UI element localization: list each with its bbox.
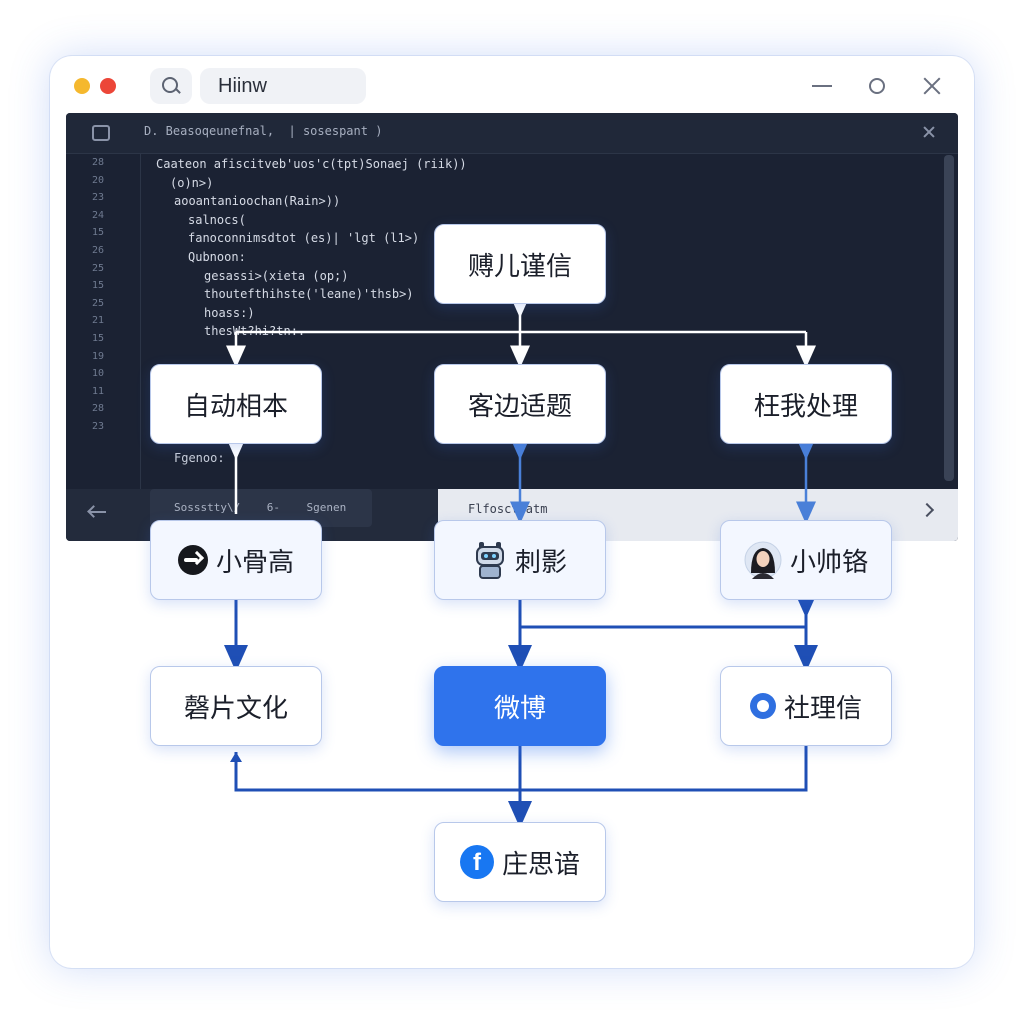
node-label: 客边适题 <box>467 391 572 422</box>
close-dot[interactable] <box>100 78 116 94</box>
black-arrow-logo-icon <box>177 545 208 575</box>
node-label: 小帅铬 <box>789 547 868 578</box>
facebook-icon: f <box>459 845 494 879</box>
node-label: 磬片文化 <box>183 693 288 724</box>
code-line[interactable]: aooantanioochan(Rain>)) <box>174 194 341 209</box>
chevron-right-icon[interactable] <box>919 502 935 518</box>
editor-tab-title[interactable]: D. Beasoqeunefnal, | sosespant ) <box>144 124 383 138</box>
minimize-icon[interactable] <box>810 74 834 98</box>
node-bottom[interactable]: f 庄思谙 <box>434 822 606 902</box>
line-number: 23 <box>92 421 105 432</box>
code-line[interactable]: fanoconnimsdtot (es)| 'lgt (l1>) <box>188 231 420 246</box>
search-button[interactable] <box>150 68 192 104</box>
blue-circle-logo-icon <box>749 693 776 719</box>
title-field[interactable]: Hiinw <box>200 68 366 104</box>
code-line[interactable]: thesWt?hi?tn:. <box>204 324 306 339</box>
file-icon <box>92 125 110 141</box>
editor-tab-bar: D. Beasoqeunefnal, | sosespant ) <box>66 113 958 154</box>
gutter-divider <box>140 153 141 489</box>
code-line[interactable]: thoutefthihste('leane)'thsb>) <box>204 287 414 302</box>
node-label: 刺影 <box>514 547 567 578</box>
code-line[interactable]: (o)n>) <box>170 175 214 190</box>
code-line[interactable]: hoass:) <box>204 305 255 320</box>
line-number: 20 <box>92 174 105 186</box>
code-line[interactable]: gesassi>(xieta (op;) <box>204 268 349 283</box>
node-top-label: 赙儿谨信 <box>467 251 572 282</box>
robot-icon <box>475 542 504 579</box>
line-number: 28 <box>92 157 105 168</box>
node-row2-right[interactable]: 小帅铬 <box>720 520 892 600</box>
close-tab-icon[interactable] <box>922 125 936 139</box>
node-row1-left[interactable]: 自动相本 <box>150 364 322 444</box>
line-number: 19 <box>92 350 105 362</box>
search-icon <box>162 77 178 93</box>
node-top[interactable]: 赙儿谨信 <box>434 224 606 304</box>
line-number: 10 <box>92 368 105 380</box>
node-label: 微博 <box>493 693 546 724</box>
woman-avatar-icon <box>744 541 782 579</box>
output-panel-label: Flfosctwatm <box>468 502 548 516</box>
back-arrow-icon[interactable] <box>90 511 106 513</box>
line-number: 15 <box>92 227 105 239</box>
node-label: 自动相本 <box>183 391 288 422</box>
node-row1-right[interactable]: 枉我处理 <box>720 364 892 444</box>
node-row3-left[interactable]: 磬片文化 <box>150 666 322 746</box>
code-footer-label: Fgenoo: <box>174 451 225 465</box>
maximize-icon[interactable] <box>865 74 889 98</box>
node-label: 小骨高 <box>215 547 294 578</box>
close-icon[interactable] <box>920 74 944 98</box>
node-row3-right[interactable]: 社理信 <box>720 666 892 746</box>
node-label: 庄思谙 <box>501 849 580 880</box>
line-number: 26 <box>92 245 105 256</box>
code-line[interactable]: Caateon afiscitveb'uos'c(tpt)Sonaej (rii… <box>156 157 467 171</box>
code-editor[interactable]: D. Beasoqeunefnal, | sosespant ) 28 20 23 2… <box>66 113 958 541</box>
line-number: 25 <box>92 297 105 309</box>
line-number: 11 <box>92 385 105 397</box>
node-label: 枉我处理 <box>753 391 858 422</box>
code-line[interactable]: salnocs( <box>188 212 246 227</box>
line-number: 15 <box>92 280 105 292</box>
line-number: 23 <box>92 192 105 204</box>
line-number: 24 <box>92 209 105 221</box>
title-bar: Hiinw <box>50 56 974 116</box>
node-row2-left[interactable]: 小骨高 <box>150 520 322 600</box>
line-number: 15 <box>92 333 105 344</box>
minimize-dot[interactable] <box>74 78 90 94</box>
line-number: 21 <box>92 315 105 327</box>
node-row3-mid-active[interactable]: 微博 <box>434 666 606 746</box>
node-row1-mid[interactable]: 客边适题 <box>434 364 606 444</box>
code-line[interactable]: Qubnoon: <box>188 250 246 264</box>
line-number: 25 <box>92 262 105 274</box>
node-label: 社理信 <box>783 693 862 724</box>
line-number: 28 <box>92 403 105 415</box>
editor-scrollbar[interactable] <box>944 155 954 481</box>
node-row2-mid[interactable]: 刺影 <box>434 520 606 600</box>
